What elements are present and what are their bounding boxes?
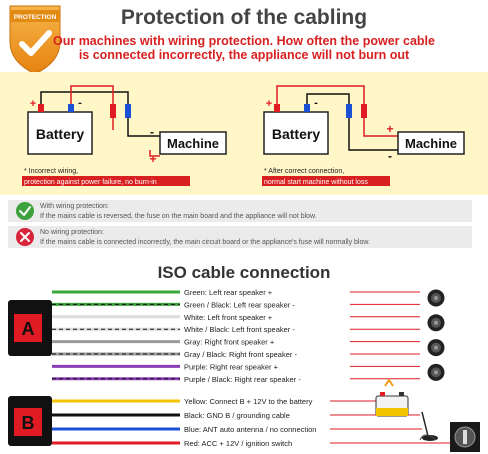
correct-note-line-2: normal start machine without loss (264, 179, 368, 186)
note-no-protection-title: No wiring protection: (40, 229, 104, 236)
note-no-protection-bg (8, 226, 472, 248)
battery-negative-terminal-right (304, 104, 310, 112)
incorrect-note-line-1: * Incorrect wiring, (24, 168, 78, 175)
b-wire-group: Yellow: Connect B + 12V to the batteryBl… (52, 397, 450, 448)
connector-a-label: A (22, 319, 35, 339)
correct-note-line-1: * After correct connection, (264, 168, 344, 175)
blue-connector-right (346, 104, 352, 118)
note-with-protection-bg (8, 200, 472, 222)
speaker-icon (427, 363, 445, 381)
check-circle-icon (16, 202, 34, 220)
wire-red-machine (149, 150, 160, 157)
b-wire-row: Yellow: Connect B + 12V to the battery (52, 397, 376, 406)
machine-minus-sign: - (150, 125, 154, 139)
connector-b-label-bg (14, 408, 42, 436)
a-wire-label: Gray / Black: Right front speaker - (184, 350, 297, 359)
machine-label: Machine (167, 136, 219, 151)
a-wire-row: White / Black: Left front speaker - (52, 325, 420, 334)
b-wire-row: Red: ACC + 12V / ignition switch (52, 439, 450, 448)
battery-positive-terminal (38, 104, 44, 112)
wire-red-lower-right (363, 118, 398, 137)
connector-a: A (8, 300, 52, 356)
battery-plus-sign: + (30, 98, 36, 110)
machine-box (159, 131, 227, 155)
correct-wiring-diagram: Battery + - + - Machine * After correct … (262, 85, 465, 186)
a-wire-row: Purple / Black: Right rear speaker - (52, 375, 420, 384)
ignition-switch-icon (450, 422, 480, 452)
b-wire-label: Blue: ANT auto antenna / no connection (184, 425, 316, 434)
speaker-icon (427, 289, 445, 307)
machine-plus-sign: + (149, 152, 156, 166)
b-wire-label: Black: GND B / grounding cable (184, 411, 290, 420)
battery-box-right (263, 111, 329, 155)
a-wire-row: Gray / Black: Right front speaker - (52, 350, 420, 359)
red-connector (110, 104, 116, 118)
battery-minus-sign: - (78, 97, 82, 109)
battery-icon (375, 378, 409, 417)
connector-a-label-bg (14, 314, 42, 342)
battery-negative-terminal (68, 104, 74, 112)
b-wire-row: Blue: ANT auto antenna / no connection (52, 425, 422, 434)
machine-minus-sign-right: - (388, 149, 392, 163)
b-wire-label: Yellow: Connect B + 12V to the battery (184, 397, 313, 406)
battery-positive-terminal-right (274, 104, 280, 112)
wire-black (40, 91, 129, 104)
iso-title: ISO cable connection (158, 263, 331, 282)
a-wire-label: White / Black: Left front speaker - (184, 325, 295, 334)
connector-b-label: B (22, 413, 35, 433)
red-connector-right (361, 104, 367, 118)
speaker-icon (427, 314, 445, 332)
battery-minus-sign-right: - (314, 97, 318, 109)
machine-plus-sign-right: + (386, 122, 393, 136)
a-wire-label: Purple: Right rear speaker + (184, 362, 279, 371)
a-wire-row: White: Left front speaker + (52, 313, 420, 322)
a-wire-label: White: Left front speaker + (184, 313, 273, 322)
wire-black-right (306, 93, 350, 104)
antenna-icon (419, 411, 438, 441)
badge-text: PROTECTION (14, 14, 57, 21)
note-with-protection-text: If the mains cable is reversed, the fuse… (40, 213, 317, 220)
x-circle-icon (16, 228, 34, 246)
wire-black-lower-right (348, 118, 398, 151)
protection-badge: PROTECTION (9, 5, 61, 75)
a-wire-label: Green: Left rear speaker + (184, 288, 273, 297)
a-wire-label: Gray: Right front speaker + (184, 338, 275, 347)
a-wire-row: Gray: Right front speaker + (52, 338, 420, 347)
a-wire-label: Purple / Black: Right rear speaker - (184, 375, 301, 384)
wire-red-right (276, 85, 365, 104)
a-wire-row: Green / Black: Left rear speaker - (52, 300, 420, 309)
a-wire-row: Green: Left rear speaker + (52, 288, 420, 297)
blue-connector (125, 104, 131, 118)
shield-check-icon (9, 5, 61, 75)
battery-label: Battery (36, 126, 84, 142)
machine-box-right (397, 131, 465, 155)
incorrect-note-line-2: protection against power failure, no bur… (24, 179, 157, 186)
wire-red (70, 85, 114, 104)
battery-plus-sign-right: + (266, 98, 272, 110)
connector-b: B (8, 396, 52, 446)
note-with-protection: With wiring protection: If the mains cab… (8, 200, 472, 222)
b-wire-label: Red: ACC + 12V / ignition switch (184, 439, 292, 448)
battery-label-right: Battery (272, 126, 320, 142)
correct-note-highlight (262, 176, 390, 186)
speaker-icon (427, 339, 445, 357)
incorrect-wiring-diagram: Battery + - - + Machine * Incorrect wiri… (22, 85, 227, 186)
a-wire-row: Purple: Right rear speaker + (52, 362, 420, 371)
machine-label-right: Machine (405, 136, 457, 151)
a-wire-group: Green: Left rear speaker + Green / Black:… (52, 288, 445, 384)
a-wire-label: Green / Black: Left rear speaker - (184, 300, 295, 309)
note-no-protection: No wiring protection: If the mains cable… (8, 226, 472, 248)
subtitle-line-1: Our machines with wiring protection. How… (53, 34, 435, 48)
b-wire-row: Black: GND B / grounding cable (52, 411, 420, 420)
note-with-protection-title: With wiring protection: (40, 203, 109, 210)
note-no-protection-text: If the mains cable is connected incorrec… (40, 239, 370, 246)
page-title: Protection of the cabling (121, 6, 367, 29)
incorrect-note-highlight (22, 176, 190, 186)
battery-box (27, 111, 93, 155)
wire-black-lower (127, 118, 160, 137)
subtitle-line-2: is connected incorrectly, the appliance … (79, 48, 410, 62)
